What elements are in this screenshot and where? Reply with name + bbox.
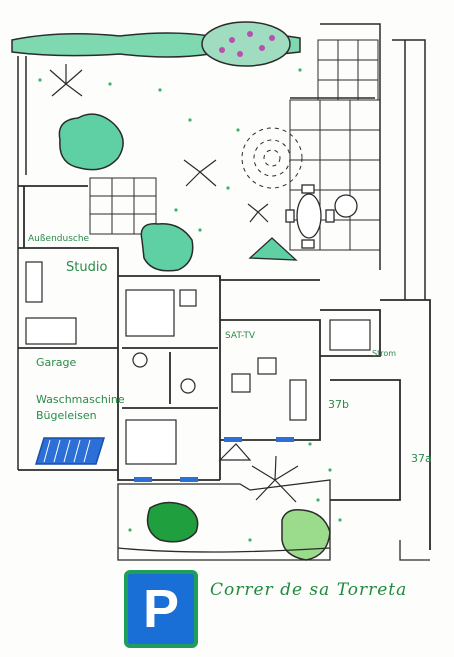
terrace-grid-lower — [289, 99, 381, 251]
label-strom: Strom — [372, 349, 397, 358]
terrace-grid-upper — [317, 39, 379, 101]
terrace-grid-left — [89, 177, 157, 235]
pool — [34, 437, 106, 465]
umbrella — [248, 237, 298, 261]
label-garage: Garage — [36, 356, 77, 369]
sliding-doors — [134, 437, 294, 482]
label-buegeleisen: Bügeleisen — [36, 409, 97, 422]
sprinkler-icon — [241, 127, 303, 189]
pool-stripes — [43, 439, 91, 463]
top-hedge — [11, 21, 301, 67]
label-unit-37a: 37a — [411, 452, 432, 465]
palm-plants — [49, 64, 299, 503]
label-sat-tv: SAT-TV — [225, 331, 256, 341]
garden-trees — [58, 113, 331, 561]
label-aussendusche: Außendusche — [28, 234, 90, 244]
street-name: Correr de sa Torreta — [210, 580, 408, 600]
parking-sign: P — [124, 570, 198, 648]
front-border — [117, 479, 430, 561]
garden-dots — [38, 68, 342, 542]
garden-table — [285, 184, 358, 249]
label-unit-37b: 37b — [328, 398, 349, 411]
label-waschmaschine: Waschmaschine — [36, 393, 125, 406]
room-furniture — [25, 261, 371, 465]
label-studio: Studio — [66, 260, 108, 275]
